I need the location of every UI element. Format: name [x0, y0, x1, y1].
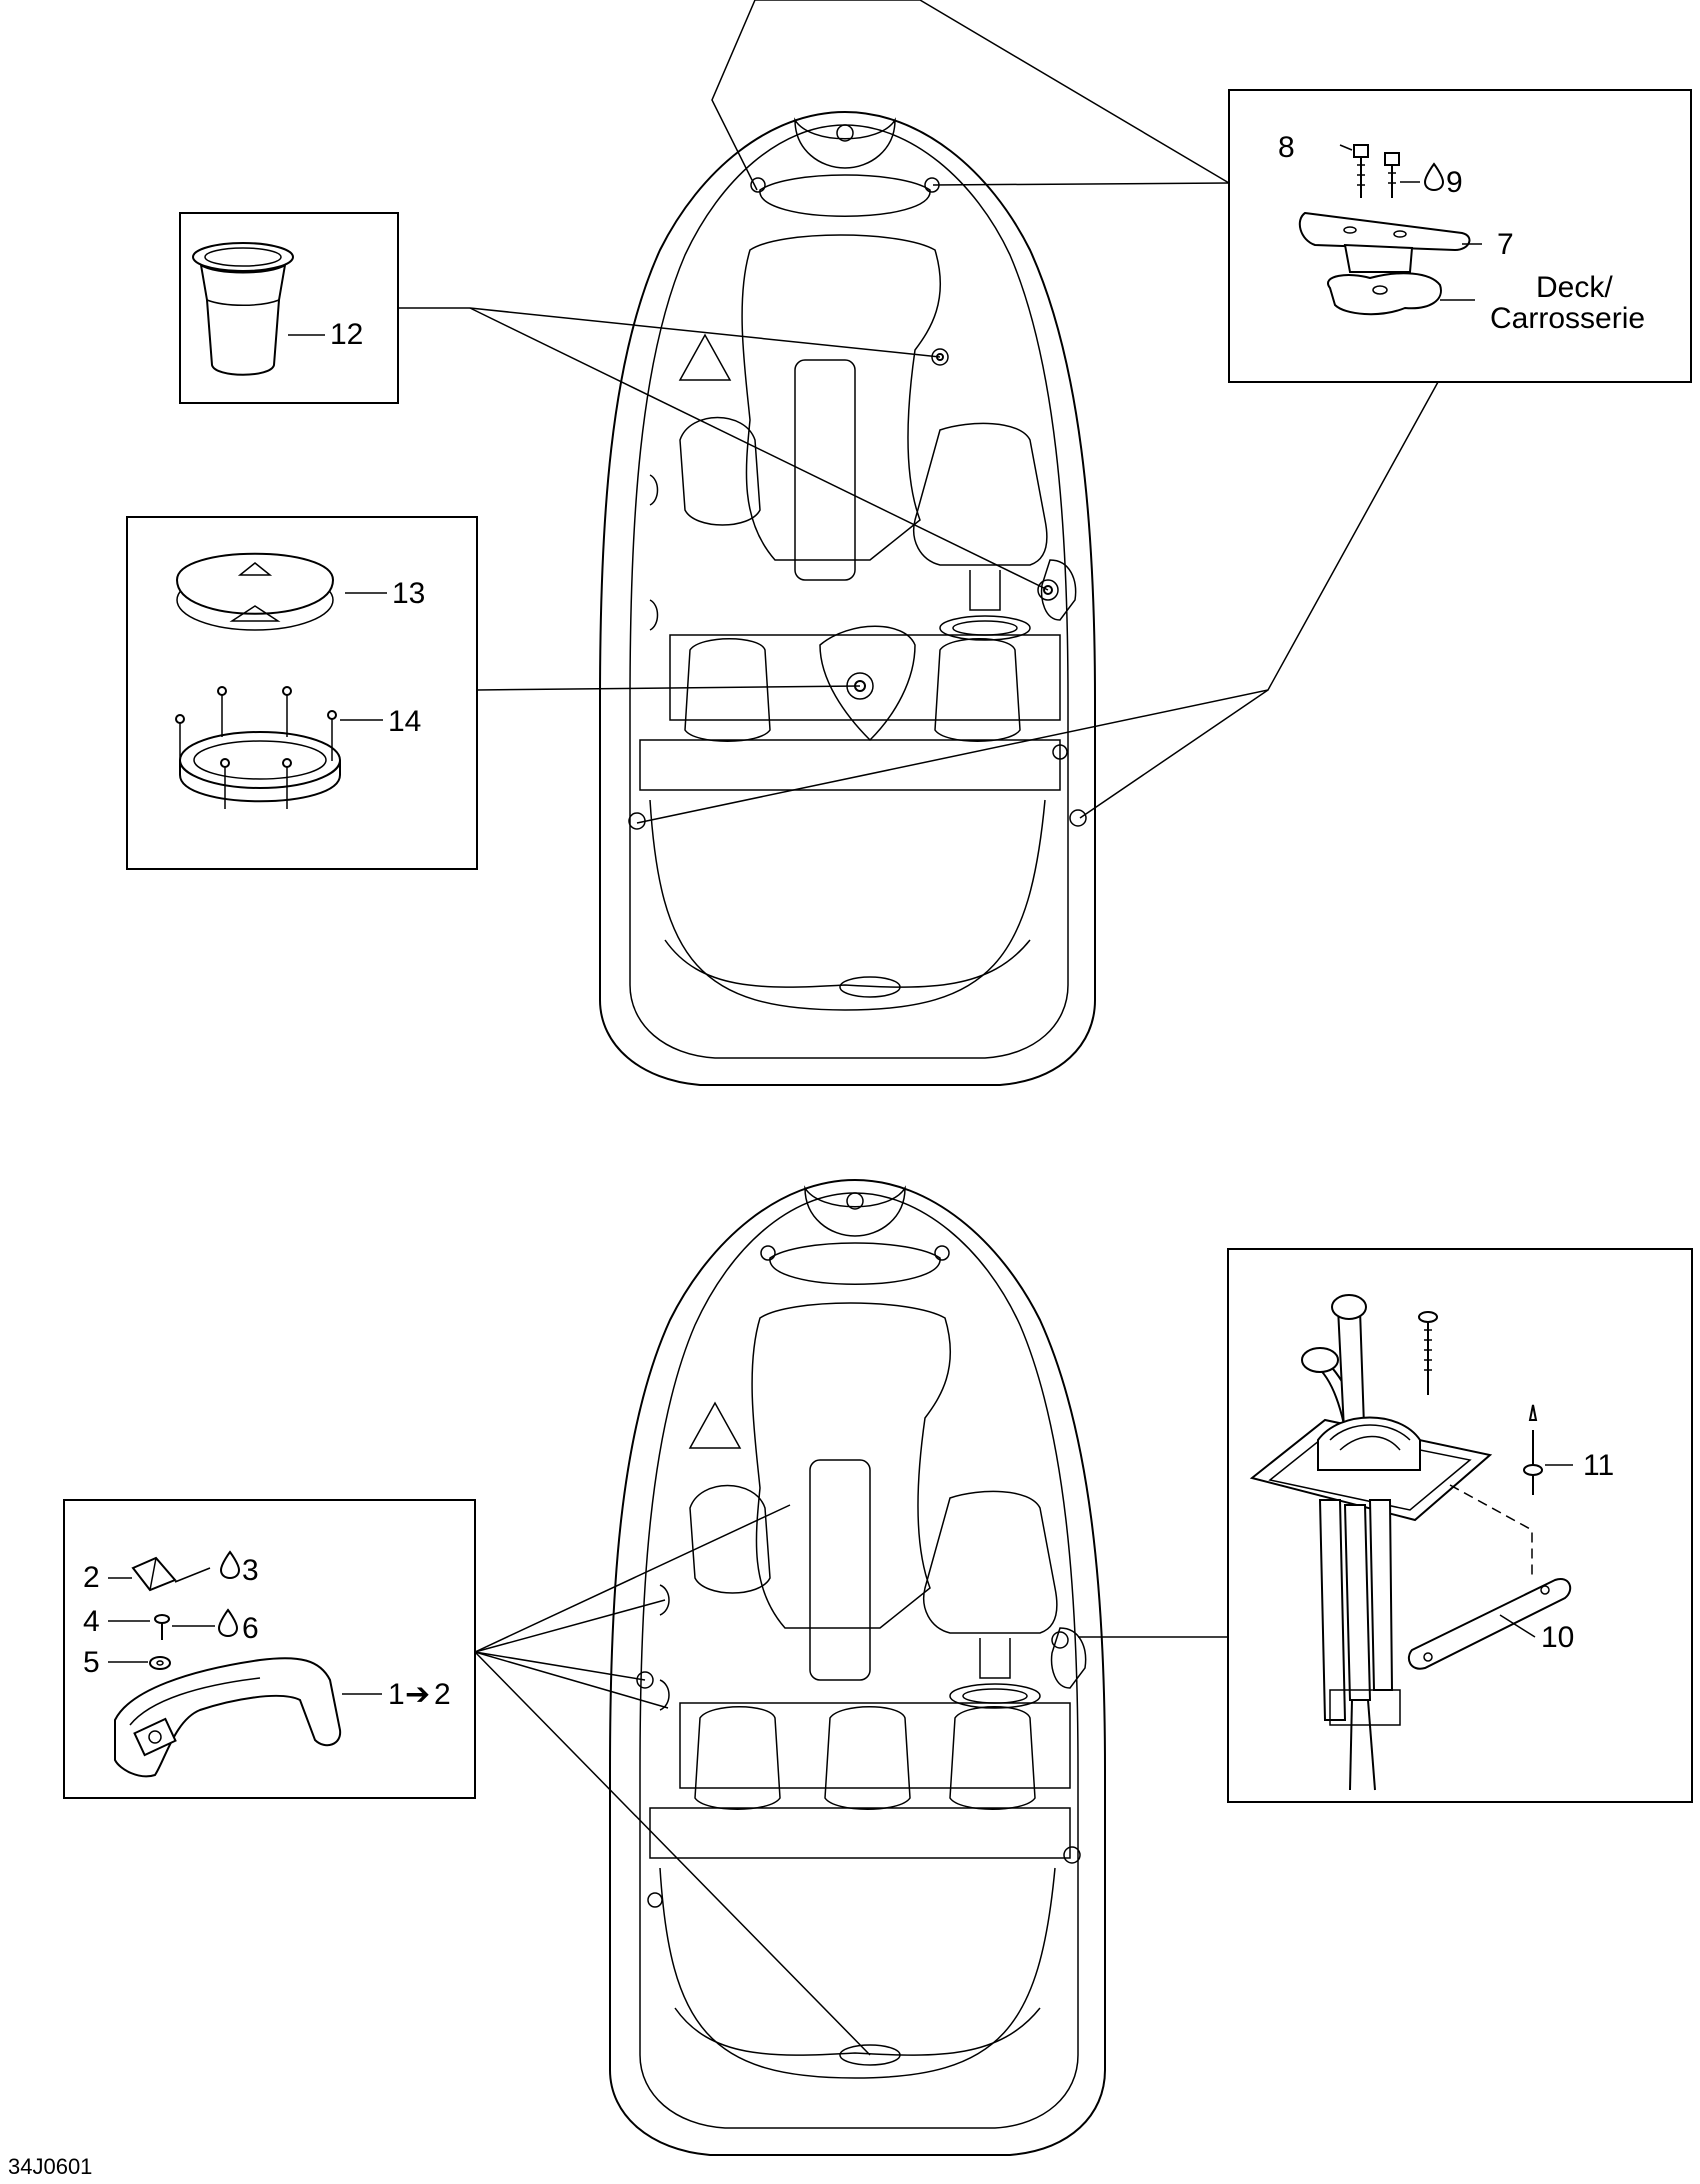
callout-2: 2: [83, 1561, 100, 1594]
throttle-control-part: [1249, 1294, 1493, 1791]
callout-1-arrow: ➔: [405, 1678, 430, 1711]
rivet-11-part: [1523, 1404, 1543, 1495]
hatch-cover-panel: 13 14: [126, 516, 478, 870]
cleat-part: [1298, 211, 1471, 273]
hatch-cover-part: [175, 552, 335, 631]
callout-10: 10: [1541, 1621, 1574, 1654]
deck-part: [1327, 272, 1442, 316]
cleat-panel: 8 9 7 Deck/ Carrosserie: [1228, 89, 1692, 383]
callout-4: 4: [83, 1605, 100, 1638]
drop-icon: [219, 1550, 241, 1580]
throttle-control-panel: 11 10: [1227, 1248, 1693, 1803]
callout-14: 14: [388, 705, 421, 738]
boat-top-view-lower: [609, 1178, 1106, 2156]
screws: [175, 686, 337, 809]
plate-10-part: [1407, 1578, 1572, 1670]
drop-icon: [217, 1608, 239, 1638]
screw-8-part: [1353, 144, 1369, 198]
washer-5-part: [149, 1656, 171, 1670]
cup-holder-panel: 12: [179, 212, 399, 404]
callout-11: 11: [1583, 1449, 1614, 1482]
callout-8: 8: [1278, 131, 1295, 164]
boat-top-view-upper: [599, 110, 1096, 1086]
callout-1-target: 2: [434, 1678, 451, 1711]
figure-code: 34J0601: [8, 2154, 92, 2179]
callout-12: 12: [330, 318, 363, 351]
clip-2-part: [131, 1556, 177, 1592]
grab-handle-panel: 2 3 4 6 5 1 ➔ 2: [63, 1499, 476, 1799]
callout-9: 9: [1446, 166, 1463, 199]
callout-5: 5: [83, 1646, 100, 1679]
callout-6: 6: [242, 1612, 259, 1645]
cup-holder-part: [192, 242, 294, 376]
handle-1-part: [114, 1657, 342, 1778]
screw-9-part: [1384, 152, 1400, 198]
deck-label-line1: Deck/: [1536, 271, 1613, 304]
screw-4-part: [154, 1614, 170, 1640]
long-screw-part: [1418, 1311, 1438, 1395]
drop-icon: [1423, 162, 1445, 192]
callout-3: 3: [242, 1554, 259, 1587]
hatch-ring-part: [179, 731, 341, 803]
deck-label-line2: Carrosserie: [1490, 302, 1645, 335]
callout-13: 13: [392, 577, 425, 610]
callout-7: 7: [1497, 228, 1514, 261]
leader-lines: [398, 0, 1439, 2056]
callout-1: 1: [388, 1678, 405, 1711]
